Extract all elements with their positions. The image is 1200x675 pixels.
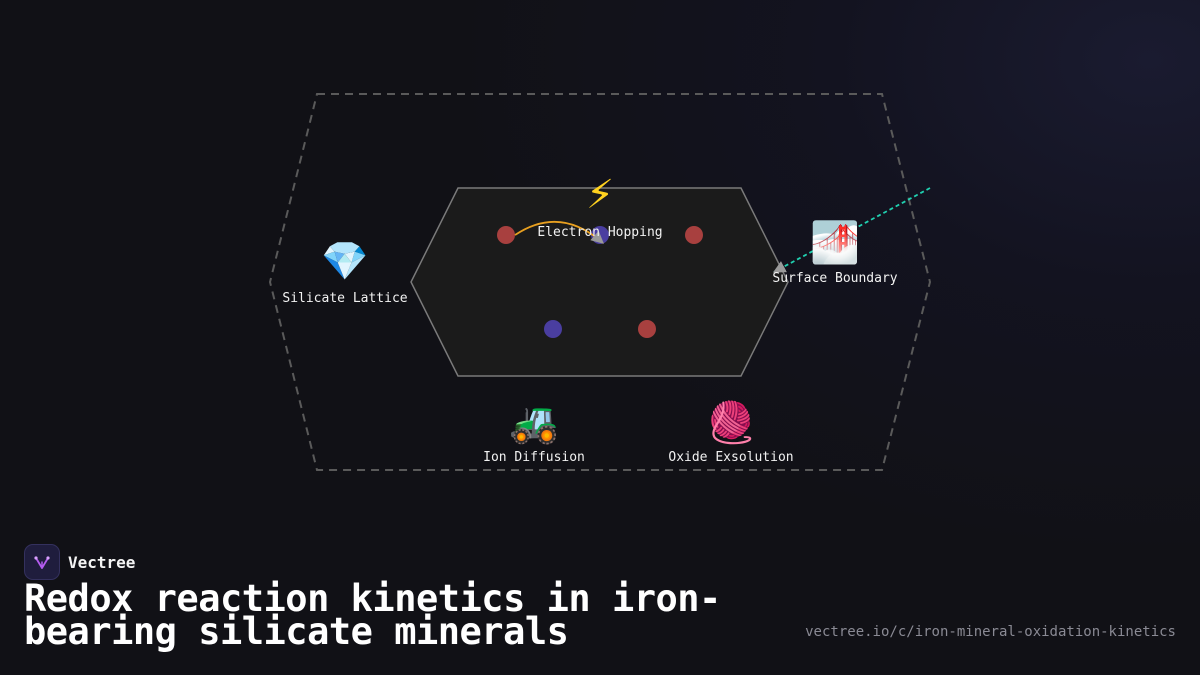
electron-hop-arrow bbox=[514, 220, 604, 244]
yarn-icon: 🧶 bbox=[706, 399, 756, 446]
brand: Vectree bbox=[24, 544, 135, 580]
bridge-fog-icon: 🌁 bbox=[810, 219, 860, 266]
node-surface-boundary: 🌁 Surface Boundary bbox=[772, 219, 897, 286]
surface-boundary-arrow bbox=[772, 187, 931, 273]
atom-red bbox=[497, 226, 515, 244]
node-label: Electron Hopping bbox=[537, 225, 662, 240]
atom-blue bbox=[544, 320, 562, 338]
node-label: Ion Diffusion bbox=[483, 450, 585, 465]
node-label: Oxide Exsolution bbox=[668, 450, 793, 465]
node-label: Silicate Lattice bbox=[282, 291, 407, 306]
tractor-icon: 🚜 bbox=[509, 400, 559, 446]
gem-icon: 💎 bbox=[321, 239, 368, 283]
node-silicate-lattice: 💎 Silicate Lattice bbox=[282, 239, 407, 306]
node-label: Surface Boundary bbox=[772, 271, 897, 286]
atom-red bbox=[685, 226, 703, 244]
outer-boundary bbox=[268, 93, 932, 471]
page-title: Redox reaction kinetics in iron-bearing … bbox=[24, 577, 721, 653]
node-oxide-exsolution: 🧶 Oxide Exsolution bbox=[668, 399, 793, 465]
vectree-logo-icon bbox=[24, 544, 60, 580]
page-url[interactable]: vectree.io/c/iron-mineral-oxidation-kine… bbox=[805, 624, 1176, 640]
node-ion-diffusion: 🚜 Ion Diffusion bbox=[483, 400, 585, 465]
brand-name: Vectree bbox=[68, 552, 136, 572]
atom-red bbox=[638, 320, 656, 338]
node-electron-hopping: ⚡ Electron Hopping bbox=[537, 172, 662, 240]
lightning-icon: ⚡ bbox=[586, 172, 614, 218]
